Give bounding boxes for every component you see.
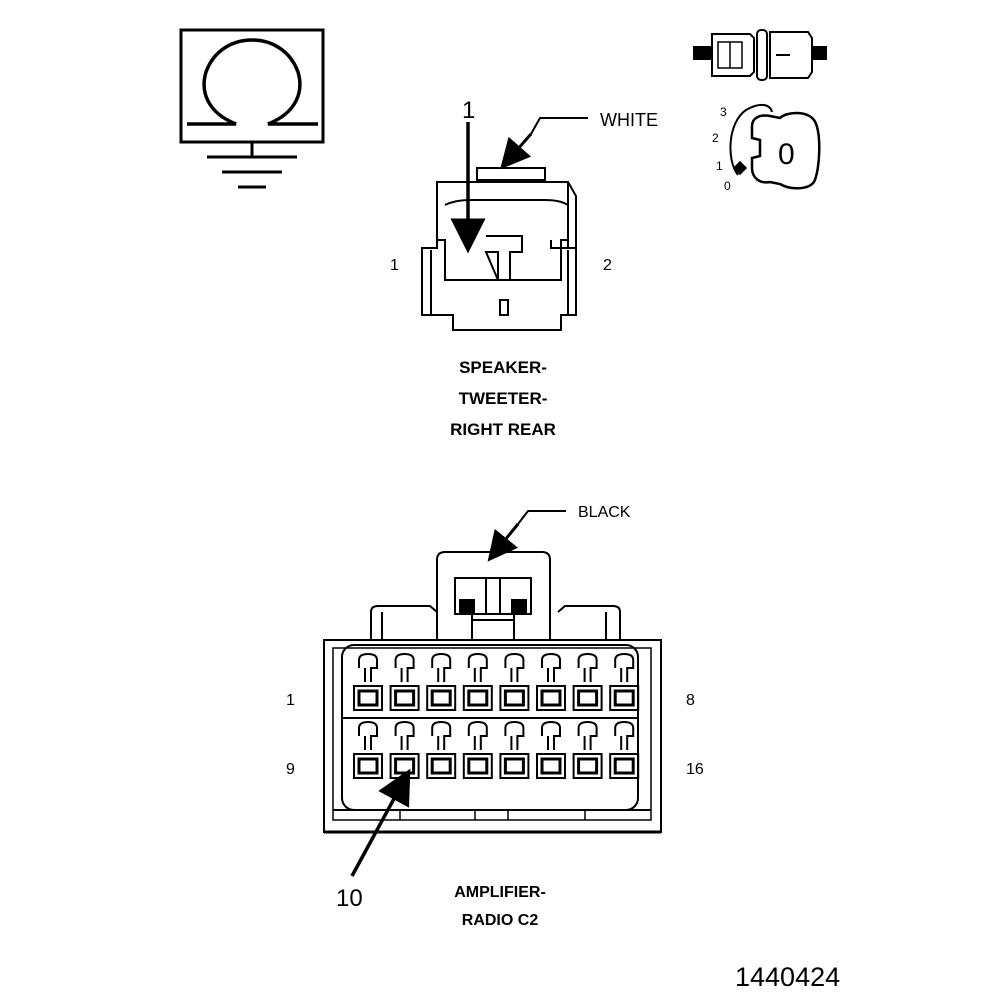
amplifier-pin-16-label: 16 bbox=[686, 761, 704, 778]
speaker-title: SPEAKER- TWEETER- RIGHT REAR bbox=[450, 358, 556, 439]
figure-number: 1440424 bbox=[735, 962, 840, 992]
speaker-connector bbox=[421, 167, 577, 331]
pin-cavity-1 bbox=[353, 652, 383, 711]
amplifier-title-line2: RADIO C2 bbox=[462, 912, 539, 929]
pin-cavity-14 bbox=[536, 720, 566, 779]
pin-cavity-7 bbox=[572, 652, 603, 711]
speaker-title-line2: TWEETER- bbox=[459, 389, 548, 408]
fuse-icon bbox=[693, 29, 827, 81]
pin-cavity-4 bbox=[462, 652, 493, 711]
pin-cavity-8 bbox=[609, 652, 640, 711]
amplifier-title: AMPLIFIER- RADIO C2 bbox=[454, 884, 546, 929]
pin-cavity-10 bbox=[389, 720, 420, 779]
amplifier-pin-9-label: 9 bbox=[286, 761, 295, 778]
amplifier-title-line1: AMPLIFIER- bbox=[454, 884, 546, 901]
key-glyph: 0 bbox=[778, 138, 795, 171]
black-color-callout: BLACK bbox=[487, 504, 631, 562]
ignition-key-icon: 3 2 1 0 0 bbox=[712, 104, 821, 193]
ignition-position-1: 1 bbox=[716, 159, 723, 173]
speaker-color-label: WHITE bbox=[600, 110, 658, 130]
speaker-pin-left: 1 bbox=[390, 257, 399, 274]
amplifier-color-label: BLACK bbox=[578, 504, 631, 521]
speaker-title-line3: RIGHT REAR bbox=[450, 420, 556, 439]
pin-cavity-15 bbox=[572, 720, 603, 779]
amplifier-pin-callout: 10 bbox=[336, 768, 411, 912]
amplifier-pin-8-label: 8 bbox=[686, 692, 695, 709]
white-color-callout: WHITE bbox=[500, 110, 658, 170]
pin-cavity-13 bbox=[499, 720, 530, 779]
pin-cavity-5 bbox=[499, 652, 530, 711]
pin-cavity-9 bbox=[353, 720, 383, 779]
amplifier-callout-pin: 10 bbox=[336, 885, 363, 912]
speaker-pin-callout: 1 bbox=[450, 97, 486, 254]
amplifier-pin-cavities bbox=[353, 652, 640, 779]
pin-cavity-16 bbox=[609, 720, 640, 779]
pin-cavity-3 bbox=[426, 652, 457, 711]
pin-cavity-6 bbox=[536, 652, 566, 711]
speaker-title-line1: SPEAKER- bbox=[459, 358, 547, 377]
ignition-position-3: 3 bbox=[720, 105, 727, 119]
pin-cavity-12 bbox=[462, 720, 493, 779]
amplifier-pin-1-label: 1 bbox=[286, 692, 295, 709]
speaker-pin-right: 2 bbox=[603, 257, 612, 274]
speaker-callout-pin: 1 bbox=[462, 97, 475, 124]
pin-cavity-11 bbox=[426, 720, 457, 779]
pin-cavity-2 bbox=[389, 652, 420, 711]
ohmmeter-ground-icon bbox=[179, 28, 325, 189]
ignition-position-2: 2 bbox=[712, 131, 719, 145]
ignition-position-0: 0 bbox=[724, 179, 731, 193]
